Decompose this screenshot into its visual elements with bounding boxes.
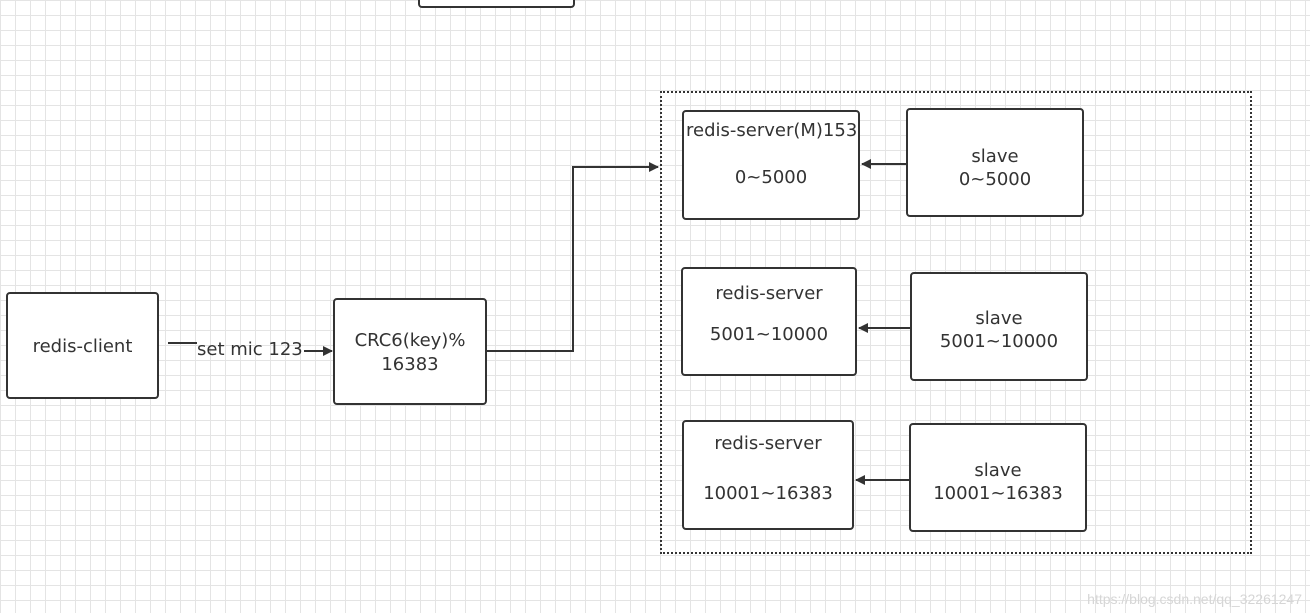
master-2-label: redis-server <box>715 283 823 304</box>
slave-1-range: 0~5000 <box>958 169 1032 190</box>
master-1-range: 0~5000 <box>734 167 808 188</box>
master-node-3[interactable]: redis-server 10001~16383 <box>682 420 854 530</box>
master-1-label: redis-server(M)153 <box>686 120 858 141</box>
master-node-1[interactable]: redis-server(M)153 0~5000 <box>682 110 860 220</box>
master-3-label: redis-server <box>714 433 822 454</box>
cluster-group <box>660 91 1252 554</box>
slave-3-label: slave <box>974 460 1022 481</box>
slave-1-label: slave <box>971 146 1019 167</box>
edge-hash-to-cluster <box>487 162 659 352</box>
master-2-range: 5001~10000 <box>709 324 829 345</box>
slave-2-range: 5001~10000 <box>939 331 1059 352</box>
master-3-range: 10001~16383 <box>703 483 833 504</box>
redis-client-node[interactable]: redis-client <box>6 292 159 399</box>
watermark-url: https://blog.csdn.net/qq_32261247 <box>1087 591 1302 607</box>
redis-client-label: redis-client <box>32 336 133 357</box>
hash-label-line1: CRC6(key)% <box>354 330 466 351</box>
edge-label-set-command: set mic 123 <box>197 339 303 360</box>
slave-node-1[interactable]: slave 0~5000 <box>906 108 1084 217</box>
slave-2-label: slave <box>975 308 1023 329</box>
hash-label-line2: 16383 <box>381 354 439 375</box>
hash-node[interactable]: CRC6(key)% 16383 <box>333 298 487 405</box>
slave-node-3[interactable]: slave 10001~16383 <box>909 423 1087 532</box>
slave-3-range: 10001~16383 <box>933 483 1063 504</box>
offscreen-node[interactable] <box>418 0 575 8</box>
master-node-2[interactable]: redis-server 5001~10000 <box>681 267 857 376</box>
slave-node-2[interactable]: slave 5001~10000 <box>910 272 1088 381</box>
